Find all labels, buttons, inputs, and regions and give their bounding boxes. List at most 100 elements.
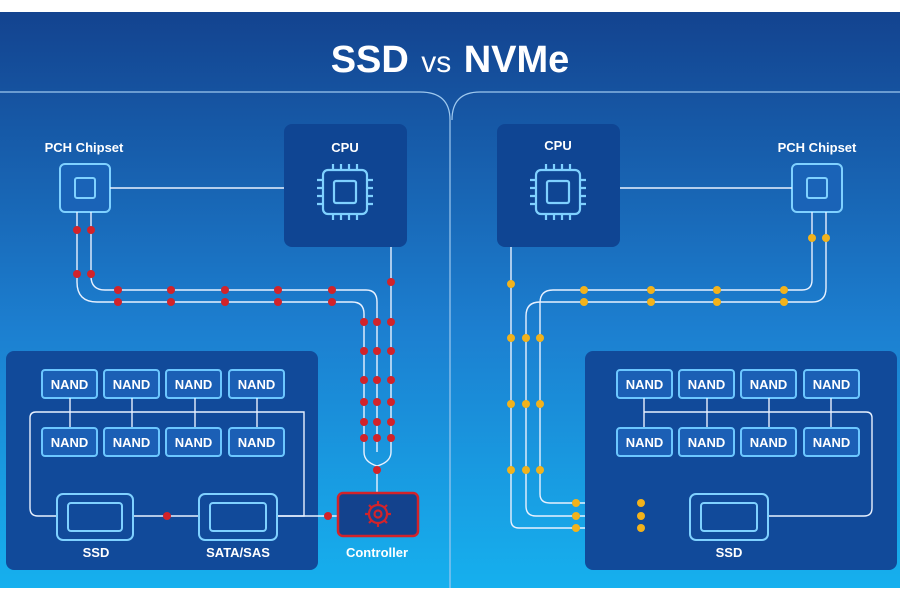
sata-dot	[360, 418, 368, 426]
nand-label: NAND	[175, 377, 213, 392]
sata-dot	[73, 226, 81, 234]
nand-chip: NAND	[616, 427, 673, 457]
nvme-dot	[572, 524, 580, 532]
sata-dot	[324, 512, 332, 520]
sata-dot	[73, 270, 81, 278]
nvme-dot	[536, 466, 544, 474]
sata-dot	[373, 318, 381, 326]
nand-chip: NAND	[740, 427, 797, 457]
nvme-dot	[572, 512, 580, 520]
nvme-dot	[507, 400, 515, 408]
nand-chip: NAND	[228, 369, 285, 399]
ssd-label-left: SSD	[83, 545, 110, 560]
sata-dot	[221, 298, 229, 306]
nand-chip: NAND	[41, 369, 98, 399]
sata-dot	[360, 318, 368, 326]
nvme-dot	[637, 499, 645, 507]
cpu-chip-icon	[530, 164, 586, 220]
nvme-signal-dots	[507, 234, 830, 532]
nand-label: NAND	[688, 377, 726, 392]
sata-dot	[360, 398, 368, 406]
nand-chip: NAND	[103, 427, 160, 457]
nand-label: NAND	[238, 435, 276, 450]
nand-label: NAND	[175, 435, 213, 450]
sata-dot	[387, 278, 395, 286]
nvme-dot	[822, 234, 830, 242]
sata-dot	[163, 512, 171, 520]
nvme-dot	[522, 400, 530, 408]
nvme-dot	[507, 280, 515, 288]
nand-chip: NAND	[616, 369, 673, 399]
sata-dot	[114, 286, 122, 294]
controller-label: Controller	[346, 545, 408, 560]
nand-label: NAND	[51, 435, 89, 450]
sata-dot	[114, 298, 122, 306]
sata-dot	[87, 270, 95, 278]
cpu-label-left: CPU	[331, 140, 358, 155]
pch-chip-icon-left	[59, 163, 111, 213]
nand-label: NAND	[626, 435, 664, 450]
right-bus-lines	[510, 187, 827, 529]
storage-panel-left	[6, 351, 318, 570]
nvme-dot	[522, 334, 530, 342]
cpu-box-left: CPU	[284, 124, 407, 247]
sata-dot	[87, 226, 95, 234]
nand-chip: NAND	[678, 369, 735, 399]
nvme-dot	[808, 234, 816, 242]
sata-dot	[274, 286, 282, 294]
nand-label: NAND	[113, 435, 151, 450]
sata-label: SATA/SAS	[206, 545, 270, 560]
gear-icon	[365, 501, 391, 527]
cpu-box-right: CPU	[497, 124, 620, 247]
nvme-dot	[536, 400, 544, 408]
pch-chip-icon-right	[791, 163, 843, 213]
sata-dot	[387, 347, 395, 355]
nand-label: NAND	[813, 435, 851, 450]
nand-chip: NAND	[803, 427, 860, 457]
sata-dot	[167, 286, 175, 294]
nvme-dot	[713, 298, 721, 306]
nvme-dot	[647, 298, 655, 306]
nvme-dot	[507, 334, 515, 342]
nvme-dot	[780, 298, 788, 306]
nand-chip: NAND	[41, 427, 98, 457]
right-storage-lines	[643, 398, 873, 517]
nand-label: NAND	[626, 377, 664, 392]
nand-chip: NAND	[228, 427, 285, 457]
cpu-chip-icon	[317, 164, 373, 220]
nand-label: NAND	[238, 377, 276, 392]
nvme-dot	[647, 286, 655, 294]
nvme-dot	[507, 466, 515, 474]
sata-dot	[373, 466, 381, 474]
nand-label: NAND	[688, 435, 726, 450]
cpu-label-right: CPU	[544, 138, 571, 153]
nvme-dot	[780, 286, 788, 294]
nand-label: NAND	[750, 377, 788, 392]
sata-dot	[387, 398, 395, 406]
sata-dot	[167, 298, 175, 306]
nand-chip: NAND	[740, 369, 797, 399]
sata-drive-icon	[198, 493, 278, 541]
nand-chip: NAND	[803, 369, 860, 399]
nvme-dot	[637, 512, 645, 520]
ssd-label-right: SSD	[716, 545, 743, 560]
sata-dot	[387, 318, 395, 326]
section-divider	[0, 91, 900, 588]
ssd-drive-icon-right	[689, 493, 769, 541]
left-storage-lines	[29, 398, 338, 517]
sata-dot	[360, 376, 368, 384]
nand-chip: NAND	[165, 427, 222, 457]
sata-dot	[387, 418, 395, 426]
sata-dot	[373, 398, 381, 406]
nand-chip: NAND	[678, 427, 735, 457]
storage-panel-right	[585, 351, 897, 570]
sata-dot	[373, 347, 381, 355]
ssd-drive-icon-left	[56, 493, 134, 541]
sata-dot	[387, 376, 395, 384]
pch-label-left: PCH Chipset	[45, 140, 124, 155]
nand-chip: NAND	[103, 369, 160, 399]
nvme-dot	[522, 466, 530, 474]
